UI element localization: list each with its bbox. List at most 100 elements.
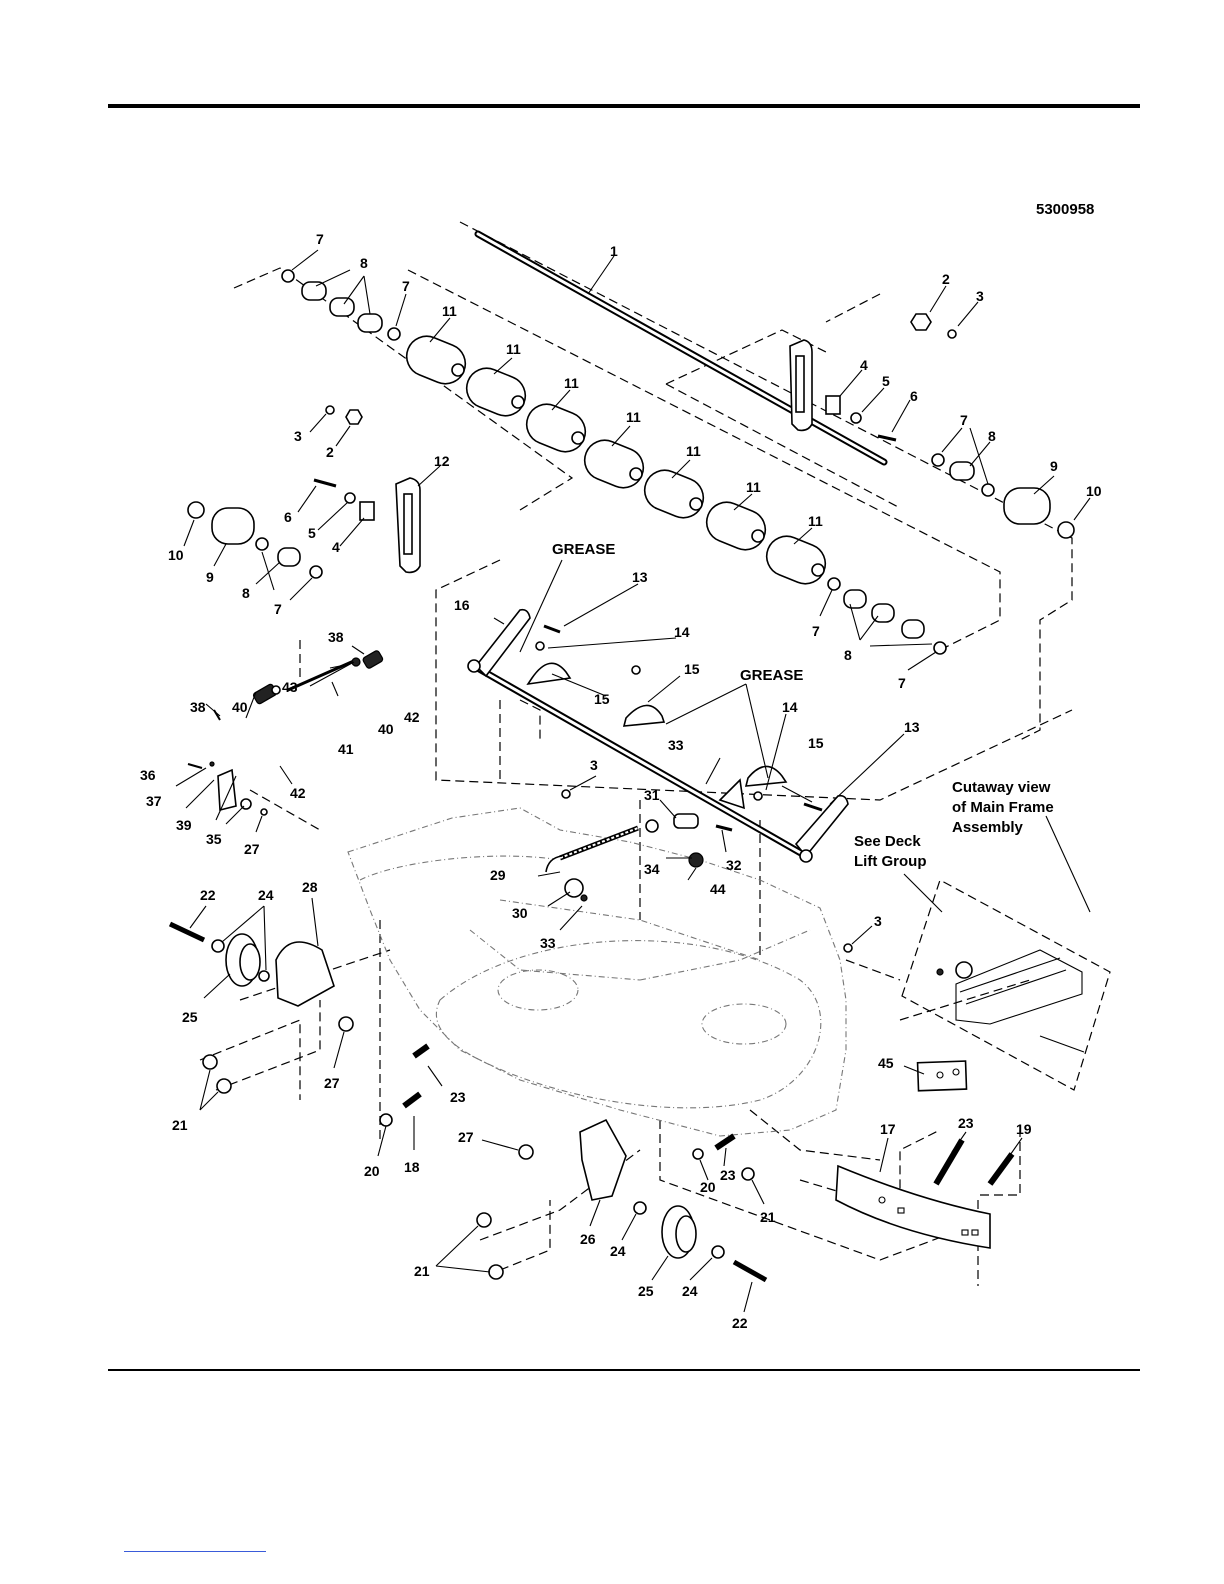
front-rollers bbox=[405, 335, 827, 585]
callout: 33 bbox=[668, 737, 684, 753]
callout: 40 bbox=[378, 721, 394, 737]
callout: 7 bbox=[402, 278, 410, 294]
cutaway-view-box bbox=[901, 879, 1111, 1092]
grease-note-2: GREASE bbox=[740, 667, 803, 684]
callout: 21 bbox=[760, 1209, 776, 1225]
callout: 5 bbox=[308, 525, 316, 541]
callout: 32 bbox=[726, 857, 742, 873]
callout: 27 bbox=[458, 1129, 474, 1145]
cutaway-note-line-3: Assembly bbox=[952, 819, 1024, 836]
callout: 1 bbox=[610, 243, 618, 259]
deck-lift-note-line-2: Lift Group bbox=[854, 853, 926, 870]
callout: 20 bbox=[364, 1163, 380, 1179]
callout: 28 bbox=[302, 879, 318, 895]
callout: 8 bbox=[242, 585, 250, 601]
callout: 7 bbox=[316, 231, 324, 247]
callout: 13 bbox=[904, 719, 920, 735]
grease-clamps bbox=[526, 624, 823, 812]
callout: 43 bbox=[282, 679, 298, 695]
callout: 9 bbox=[1050, 458, 1058, 474]
callout: 11 bbox=[626, 409, 641, 425]
callout: 6 bbox=[910, 388, 918, 404]
callout: 22 bbox=[200, 887, 216, 903]
right-end-roller bbox=[931, 453, 1075, 539]
callout: 6 bbox=[284, 509, 292, 525]
callout: 7 bbox=[274, 601, 282, 617]
callout: 3 bbox=[976, 288, 984, 304]
left-gauge-wheel bbox=[168, 921, 354, 1094]
callout: 23 bbox=[720, 1167, 736, 1183]
callout: 4 bbox=[860, 357, 868, 373]
callout: 35 bbox=[206, 831, 222, 847]
callout: 2 bbox=[942, 271, 950, 287]
callout: 39 bbox=[176, 817, 192, 833]
callout: 25 bbox=[182, 1009, 198, 1025]
callout: 26 bbox=[580, 1231, 596, 1247]
callout: 22 bbox=[732, 1315, 748, 1331]
callout: 17 bbox=[880, 1121, 896, 1137]
deck-baffle bbox=[835, 1164, 991, 1249]
callout: 25 bbox=[638, 1283, 654, 1299]
left-end-roller bbox=[187, 501, 323, 579]
deck-lift-note-line-1: See Deck bbox=[854, 833, 921, 850]
assembly-outlines bbox=[199, 221, 1073, 1286]
callout: 10 bbox=[168, 547, 184, 563]
callout: 15 bbox=[808, 735, 824, 751]
callout: 4 bbox=[332, 539, 340, 555]
cutaway-note-line-1: Cutaway view bbox=[952, 779, 1051, 796]
callout: 5 bbox=[882, 373, 890, 389]
callout: 11 bbox=[686, 443, 701, 459]
callout: 20 bbox=[700, 1179, 716, 1195]
callout: 8 bbox=[988, 428, 996, 444]
callout: 3 bbox=[294, 428, 302, 444]
left-spacers bbox=[281, 269, 401, 341]
callout: 21 bbox=[414, 1263, 430, 1279]
callout: 7 bbox=[898, 675, 906, 691]
callout: 27 bbox=[324, 1075, 340, 1091]
callout: 24 bbox=[258, 887, 274, 903]
deck-hardware bbox=[379, 1043, 1015, 1186]
diagram-notes: GREASE GREASE See Deck Lift Group Cutawa… bbox=[552, 541, 1054, 870]
callout: 40 bbox=[232, 699, 248, 715]
callout: 9 bbox=[206, 569, 214, 585]
callout: 11 bbox=[564, 375, 579, 391]
main-shaft bbox=[474, 230, 888, 466]
callout: 45 bbox=[878, 1055, 894, 1071]
callout: 7 bbox=[960, 412, 968, 428]
footer-link-underline bbox=[124, 1551, 266, 1552]
callout: 8 bbox=[844, 647, 852, 663]
mower-deck-phantom bbox=[347, 807, 847, 1137]
callout: 38 bbox=[328, 629, 344, 645]
callout: 23 bbox=[958, 1115, 974, 1131]
callout: 24 bbox=[682, 1283, 698, 1299]
callout: 2 bbox=[326, 444, 334, 460]
right-spacers bbox=[827, 577, 947, 655]
callout: 21 bbox=[172, 1117, 188, 1133]
leader-lines bbox=[175, 249, 1091, 1313]
callout: 34 bbox=[644, 861, 660, 877]
callout: 36 bbox=[140, 767, 156, 783]
callout: 33 bbox=[540, 935, 556, 951]
header-rule bbox=[108, 104, 1140, 108]
callout: 42 bbox=[290, 785, 306, 801]
callout: 41 bbox=[338, 741, 354, 757]
callout: 3 bbox=[874, 913, 882, 929]
lift-shaft bbox=[467, 608, 849, 863]
callout: 24 bbox=[610, 1243, 626, 1259]
callout: 11 bbox=[808, 513, 823, 529]
callout: 11 bbox=[442, 303, 457, 319]
callout: 11 bbox=[746, 479, 761, 495]
callout: 16 bbox=[454, 597, 470, 613]
callout: 14 bbox=[674, 624, 690, 640]
callout-labels: 1 2 3 2 3 4 5 6 4 5 6 7 7 7 7 7 7 8 8 8 … bbox=[140, 231, 1102, 1331]
callout: 23 bbox=[450, 1089, 466, 1105]
callout: 7 bbox=[812, 623, 820, 639]
left-roller-bracket bbox=[313, 405, 421, 574]
callout: 10 bbox=[1086, 483, 1102, 499]
callout: 31 bbox=[644, 787, 660, 803]
callout: 37 bbox=[146, 793, 162, 809]
lift-link-assembly bbox=[545, 789, 853, 953]
callout: 44 bbox=[710, 881, 726, 897]
